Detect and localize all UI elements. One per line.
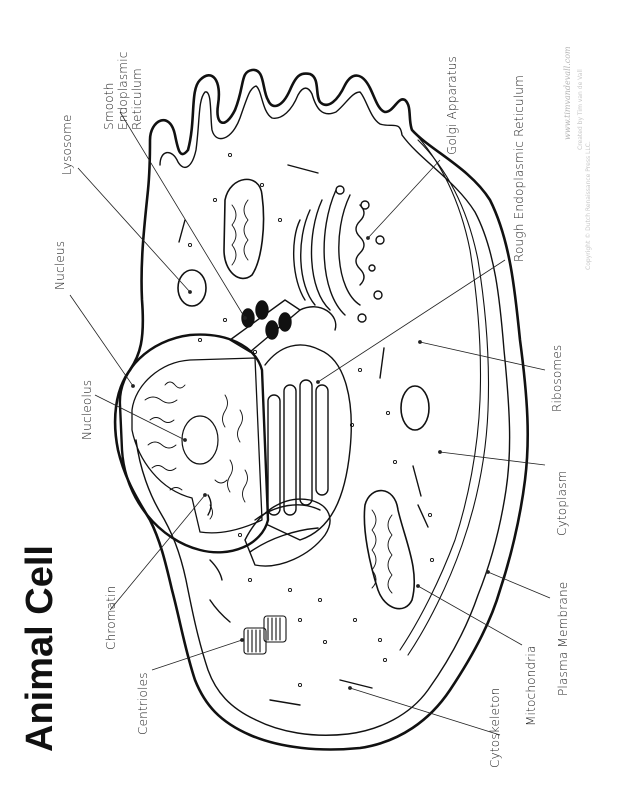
label-mitochondria: Mitochondria: [524, 645, 538, 726]
watermark-notice-2: Copyright © Dutch Renaissance Press LLC.: [585, 141, 592, 270]
label-plasma-membrane: Plasma Membrane: [556, 581, 570, 696]
label-golgi-apparatus: Golgi Apparatus: [445, 56, 459, 155]
label-rough-er: Rough Endoplasmic Reticulum: [512, 75, 526, 262]
leader-lines: [69, 111, 551, 736]
label-lysosome: Lysosome: [60, 114, 74, 175]
label-cytoplasm: Cytoplasm: [555, 470, 569, 536]
nucleolus-shape: [181, 415, 219, 465]
rough-er-shape: [244, 344, 352, 567]
label-ribosomes: Ribosomes: [550, 344, 564, 412]
label-smooth-er-line1: Smooth: [102, 82, 116, 130]
label-smooth-er-line2: Endoplasmic: [116, 51, 130, 130]
nucleus-shape: [118, 333, 270, 554]
smooth-er-shape: [229, 299, 337, 353]
label-centrioles: Centrioles: [136, 672, 150, 735]
plasma-membrane-inner: [135, 85, 511, 736]
page-title: Animal Cell: [19, 545, 61, 752]
label-chromatin: Chromatin: [104, 585, 118, 650]
plasma-membrane-outer: [113, 68, 530, 751]
label-nucleolus: Nucleolus: [80, 379, 94, 440]
centrioles-shape: [243, 615, 287, 655]
watermark-site: www.timvandevall.com: [563, 46, 572, 140]
label-nucleus: Nucleus: [53, 240, 67, 290]
mitochondrion-lower: [363, 489, 416, 610]
label-smooth-er-line3: Reticulum: [130, 68, 144, 130]
lysosome-shape-2: [400, 385, 430, 431]
label-cytoskeleton: Cytoskeleton: [488, 687, 502, 768]
watermark-notice-1: Created by Tim van de Vall: [577, 69, 584, 150]
mitochondrion-upper: [223, 178, 265, 280]
golgi-shape: [292, 185, 385, 323]
lysosome-shape: [177, 269, 207, 307]
